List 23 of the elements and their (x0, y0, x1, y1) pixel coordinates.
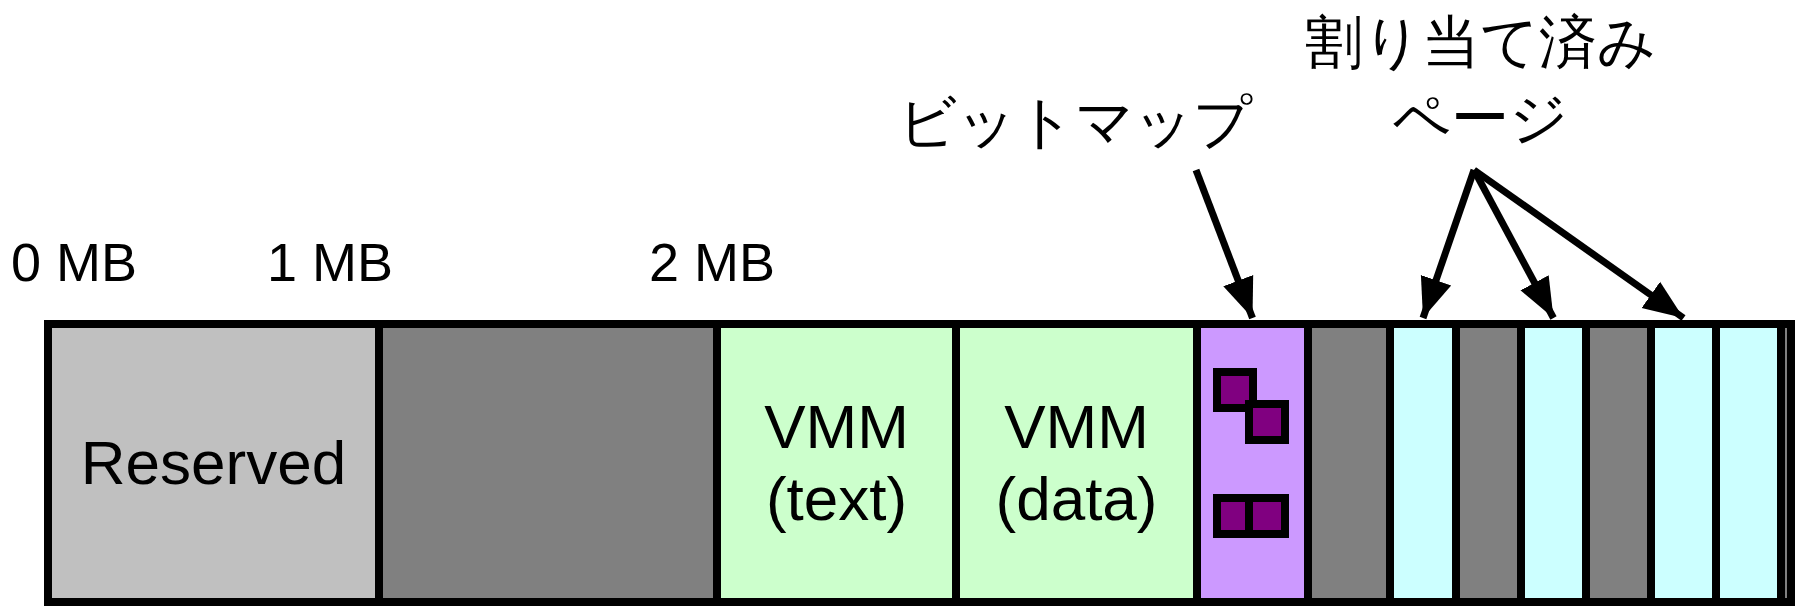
memory-page (1655, 328, 1712, 598)
region-label: Reserved (80, 427, 347, 499)
memory-page (1525, 328, 1582, 598)
memory-region (960, 328, 1193, 598)
address-label: 2 MB (649, 232, 776, 292)
memory-page (1312, 328, 1386, 598)
bitmap-region (1201, 328, 1304, 598)
callout-text: ビットマップ (890, 84, 1260, 160)
arrow (1472, 167, 1686, 321)
region-label: VMM (text) (763, 391, 910, 535)
memory-page (1394, 328, 1452, 598)
arrow (1192, 168, 1256, 320)
region-label: VMM (data) (994, 391, 1159, 535)
memory-region (52, 328, 375, 598)
memory-page (1590, 328, 1647, 598)
memory-page (1460, 328, 1517, 598)
callout-text: 割り当て済みページ (1300, 4, 1660, 156)
memory-page (1720, 328, 1777, 598)
memory-region (721, 328, 952, 598)
arrow (1419, 168, 1478, 320)
address-label: 0 MB (11, 232, 138, 292)
memory-region (383, 328, 713, 598)
address-label: 1 MB (267, 232, 394, 292)
